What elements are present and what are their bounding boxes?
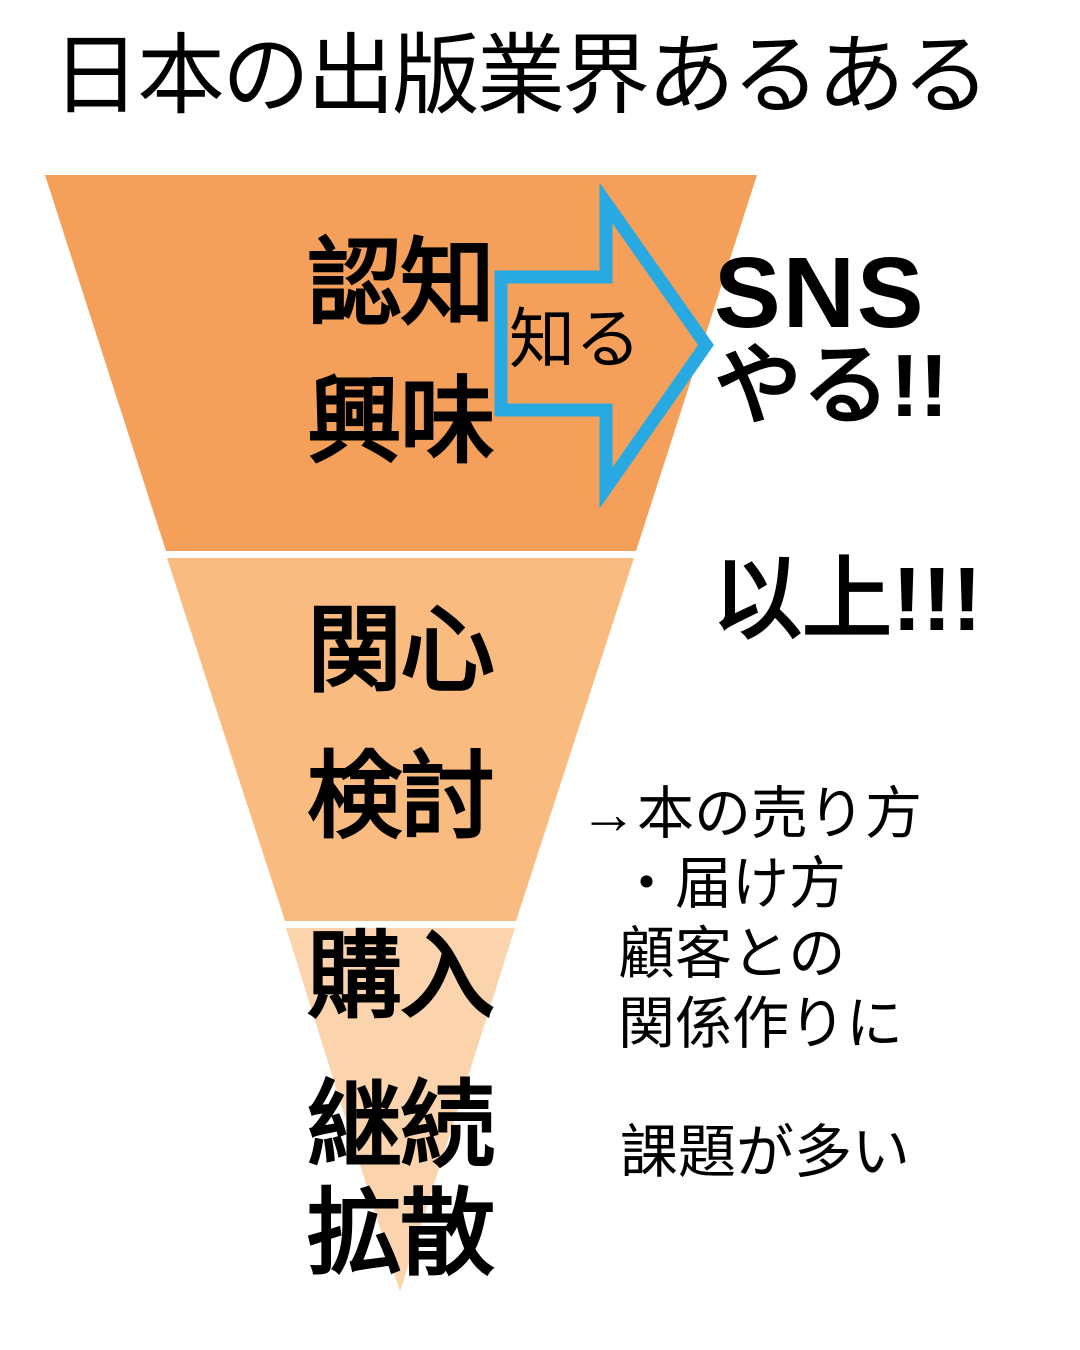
funnel-stage-interest: 興味 xyxy=(306,369,495,475)
ijou-text: 以上!!! xyxy=(712,550,982,650)
arrow-label: 知る xyxy=(509,302,641,376)
funnel-stage-concern: 関心 xyxy=(306,598,495,704)
note-line-deliver: ・届け方 xyxy=(618,852,846,916)
funnel-stage-retention: 継続 xyxy=(306,1073,495,1179)
yaru-text: やる!! xyxy=(714,336,949,435)
sns-text: SNS xyxy=(714,237,926,349)
notes-block: →本の売り方 ・届け方 顧客との 関係作りに xyxy=(580,779,922,1059)
page-title: 日本の出版業界あるある xyxy=(52,26,990,125)
funnel-stage-consideration: 検討 xyxy=(306,744,495,850)
right-arrow-outline-icon xyxy=(494,182,714,509)
note-line-customer: 顧客との xyxy=(618,922,846,986)
funnel-stage-purchase: 購入 xyxy=(306,924,495,1030)
note-line-relation: 関係作りに xyxy=(618,992,903,1056)
funnel-stage-awareness: 認知 xyxy=(306,231,495,337)
note-line-sell: →本の売り方 xyxy=(580,782,922,846)
issues-text: 課題が多い xyxy=(620,1120,911,1185)
funnel-stage-spread: 拡散 xyxy=(306,1181,495,1287)
